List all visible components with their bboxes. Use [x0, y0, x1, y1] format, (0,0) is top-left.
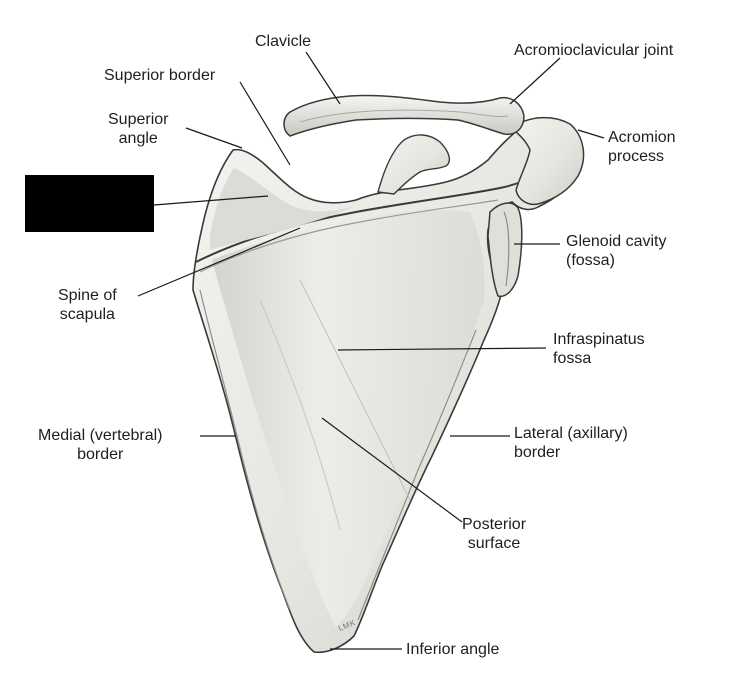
acromion — [510, 116, 585, 206]
glenoid-cavity — [487, 202, 523, 298]
infraspinatus-fossa-area — [212, 210, 485, 628]
label-clavicle: Clavicle — [255, 33, 312, 50]
leader-supraspinous — [153, 195, 269, 206]
leader-superior-border — [239, 81, 291, 166]
label-inferior-angle: Inferior angle — [406, 641, 500, 658]
label-posterior-surface: Posterior surface — [462, 516, 527, 552]
label-medial-border: Medial (vertebral) border — [38, 427, 163, 463]
leader-spine — [137, 227, 301, 297]
label-acromioclavicular-joint: Acromioclavicular joint — [514, 42, 674, 59]
clavicle-bone — [283, 94, 525, 137]
label-superior-border: Superior border — [104, 67, 216, 84]
redacted-label-box — [25, 175, 154, 232]
label-infraspinatus-fossa: Infraspinatus fossa — [553, 331, 645, 367]
label-glenoid-cavity: Glenoid cavity (fossa) — [566, 233, 667, 269]
leader-acromion — [577, 129, 605, 139]
label-superior-angle: Superior angle — [108, 111, 169, 147]
leader-posterior — [321, 417, 463, 523]
leader-clavicle — [305, 51, 341, 105]
coracoid-process — [377, 134, 451, 195]
leader-acromioclavicular — [509, 57, 561, 105]
label-spine-of-scapula: Spine of scapula — [58, 287, 117, 323]
leader-superior-angle — [185, 127, 243, 149]
leader-lines — [137, 51, 605, 650]
supraspinous-area — [210, 168, 354, 250]
label-acromion-process: Acromion process — [608, 129, 676, 165]
leader-infraspinatus — [337, 347, 547, 351]
label-lateral-border: Lateral (axillary) border — [514, 425, 628, 461]
